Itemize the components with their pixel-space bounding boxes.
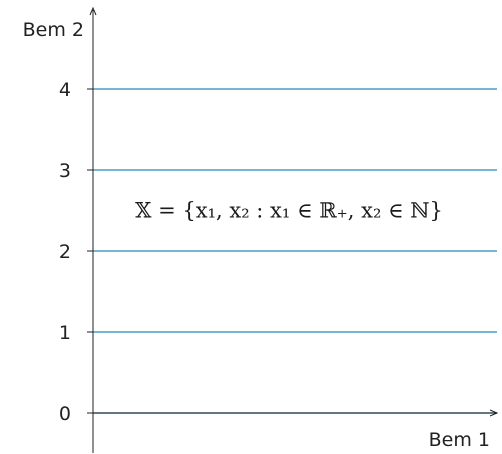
y-ticks: 0 1 2 3 4 [59,79,93,425]
y-tick-label-0: 0 [59,403,71,425]
series-lines [93,88,497,414]
set-annotation: 𝕏 = {x₁, x₂ : x₁ ∈ ℝ₊, x₂ ∈ ℕ} [135,199,443,223]
y-axis-arrow [89,6,97,16]
axes [89,6,499,453]
y-tick-label-3: 3 [59,160,71,182]
x-axis-arrow [489,409,499,417]
y-tick-label-2: 2 [59,241,71,263]
y-tick-label-1: 1 [59,322,71,344]
y-axis-label: Bem 2 [23,19,84,41]
y-tick-label-4: 4 [59,79,71,101]
x-axis-label: Bem 1 [429,429,490,451]
